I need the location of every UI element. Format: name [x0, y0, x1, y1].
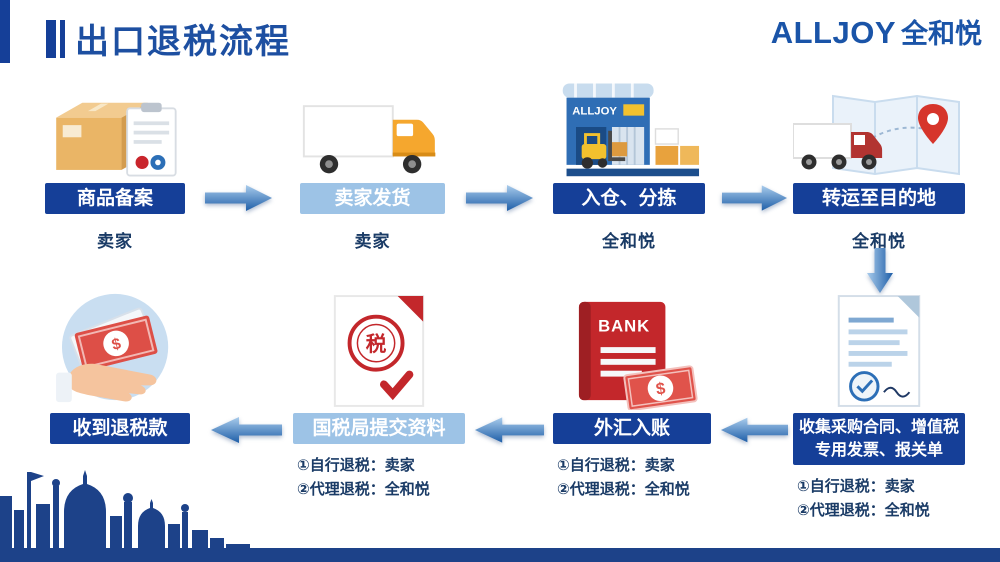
step-forex-receipt: BANK $ 外汇入账 ①自行退税：卖家 ②代理退税：全和悦 [553, 280, 711, 502]
arrow-left-icon [474, 416, 544, 444]
arrow-right-icon [466, 184, 534, 212]
step-product-filing: 商品备案 卖家 [45, 66, 185, 252]
bank-currency-text: $ [655, 378, 668, 398]
note-self-refund: ①自行退税：卖家 [797, 478, 915, 496]
step-label-product-filing: 商品备案 [45, 183, 185, 214]
bank-label-text: BANK [598, 316, 650, 335]
refund-currency-text: $ [110, 335, 123, 354]
warehouse-forklift-icon: ALLJOY [553, 66, 705, 180]
company-logo: ALLJOY 全和悦 [771, 12, 982, 51]
tax-seal-text: 税 [366, 332, 387, 356]
arrow-left-icon [210, 416, 282, 444]
truck-icon [300, 66, 445, 180]
arrow-left-icon [720, 416, 788, 444]
corner-accent-bar [0, 0, 10, 63]
step-refund-received: $ 收到退税款 [50, 280, 190, 444]
logo-text-en: ALLJOY [770, 15, 896, 50]
arrow-right-icon [722, 184, 788, 212]
step-actor: 卖家 [97, 232, 133, 251]
step-collect-documents: 收集采购合同、增值税专用发票、报关单 ①自行退税：卖家 ②代理退税：全和悦 [793, 280, 965, 523]
step-label-warehouse-sorting: 入仓、分拣 [553, 183, 705, 214]
logo-text-cn: 全和悦 [901, 19, 982, 49]
money-in-hand-icon: $ [50, 280, 190, 410]
step-notes: ①自行退税：卖家 ②代理退税：全和悦 [553, 454, 711, 502]
step-notes: ①自行退税：卖家 ②代理退税：全和悦 [793, 475, 965, 523]
step-label-transport-destination: 转运至目的地 [793, 183, 965, 214]
contract-documents-icon [793, 280, 965, 410]
note-self-refund: ①自行退税：卖家 [297, 457, 415, 474]
footer-bar [0, 548, 1000, 562]
bank-passbook-icon: BANK $ [553, 280, 711, 410]
step-label-forex-receipt: 外汇入账 [553, 413, 711, 444]
step-label-refund-received: 收到退税款 [50, 413, 190, 444]
note-agent-refund: ②代理退税：全和悦 [797, 502, 930, 520]
tax-document-icon: 税 [293, 280, 465, 410]
note-agent-refund: ②代理退税：全和悦 [557, 481, 690, 498]
warehouse-sign-text: ALLJOY [572, 106, 617, 118]
step-actor: 卖家 [354, 232, 391, 251]
transport-map-pin-icon [793, 66, 965, 180]
arrow-right-icon [205, 184, 273, 212]
step-label-seller-ship: 卖家发货 [300, 183, 445, 214]
arrow-down-icon [866, 248, 894, 294]
step-notes: ①自行退税：卖家 ②代理退税：全和悦 [293, 454, 465, 502]
header: 出口退税流程 [46, 14, 291, 63]
note-agent-refund: ②代理退税：全和悦 [297, 481, 430, 498]
step-tax-bureau-submit: 税 国税局提交资料 ①自行退税：卖家 ②代理退税：全和悦 [293, 280, 465, 502]
title-accent-bars [46, 19, 65, 58]
page-title: 出口退税流程 [75, 23, 291, 61]
step-seller-ship: 卖家发货 卖家 [300, 66, 445, 252]
step-warehouse-sorting: ALLJOY 入仓、分拣 全和悦 [553, 66, 705, 252]
step-transport-destination: 转运至目的地 全和悦 [793, 66, 965, 252]
step-label-collect-documents: 收集采购合同、增值税专用发票、报关单 [793, 413, 965, 466]
step-label-tax-bureau-submit: 国税局提交资料 [293, 413, 465, 444]
city-skyline-silhouette [0, 446, 250, 554]
package-clipboard-icon [45, 66, 185, 180]
step-actor: 全和悦 [852, 232, 906, 251]
step-actor: 全和悦 [602, 232, 656, 251]
note-self-refund: ①自行退税：卖家 [557, 457, 675, 474]
